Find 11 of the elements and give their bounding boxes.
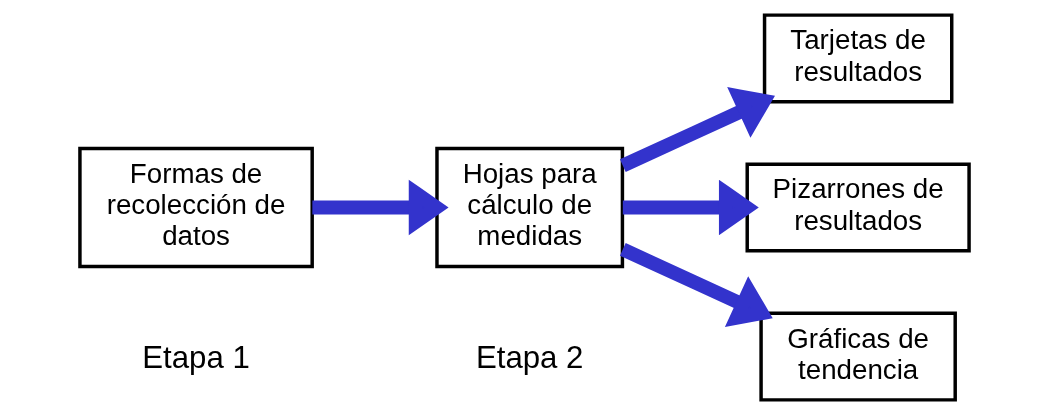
arrow	[619, 87, 775, 172]
node-box: Pizarrones de resultados	[745, 162, 971, 253]
node-box: Tarjetas de resultados	[762, 13, 953, 104]
arrow	[622, 179, 759, 236]
node-box: Formas de recolección de datos	[77, 146, 314, 269]
label: Etapa 1	[141, 339, 250, 375]
node-box: Hojas para cálculo de medidas	[434, 146, 624, 269]
arrow	[619, 243, 773, 327]
label: Etapa 2	[475, 339, 583, 375]
arrow	[311, 179, 449, 236]
node-box: Gráficas de tendencia	[758, 311, 957, 402]
